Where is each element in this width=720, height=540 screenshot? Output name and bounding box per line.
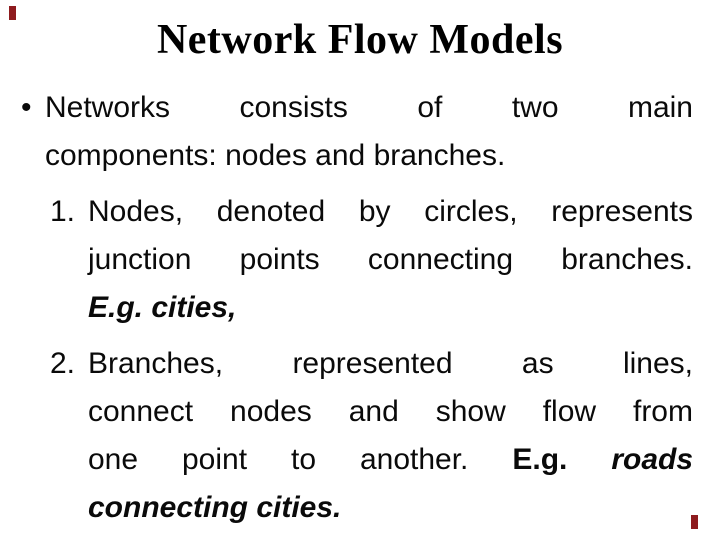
item-1-line-1: Nodes, denoted by circles, represents (88, 195, 693, 228)
item-2-line-3: one point to another. E.g. roads (88, 436, 693, 484)
item-2-line-2: connect nodes and show flow from (88, 395, 693, 428)
corner-mark-top-left (9, 6, 16, 20)
numbered-item-1: 1. Nodes, denoted by circles, represents… (50, 188, 693, 332)
item-2-example-emphasis: connecting cities. (88, 491, 342, 524)
item-1-number: 1. (50, 195, 76, 228)
item-2-line-3-text: one point to another. (88, 443, 469, 476)
item-2-line-1: Branches, represented as lines, (88, 347, 693, 380)
bullet-line-1: Networks consists of two main (45, 91, 693, 124)
bullet-paragraph: • Networks consists of two main componen… (21, 84, 693, 180)
item-2-eg-label: E.g. (512, 443, 568, 476)
bullet-marker: • (21, 91, 32, 124)
slide-body: • Networks consists of two main componen… (21, 84, 693, 532)
item-2-roads-emphasis: roads (611, 443, 694, 476)
bullet-line-2: components: nodes and branches. (45, 139, 506, 172)
numbered-item-2: 2. Branches, represented as lines, conne… (50, 340, 693, 532)
corner-mark-bottom-right (691, 515, 698, 529)
item-1-example-emphasis: E.g. cities, (88, 291, 237, 324)
item-2-number: 2. (50, 347, 76, 380)
slide-title: Network Flow Models (156, 17, 564, 63)
item-1-line-2: junction points connecting branches. (88, 243, 693, 276)
